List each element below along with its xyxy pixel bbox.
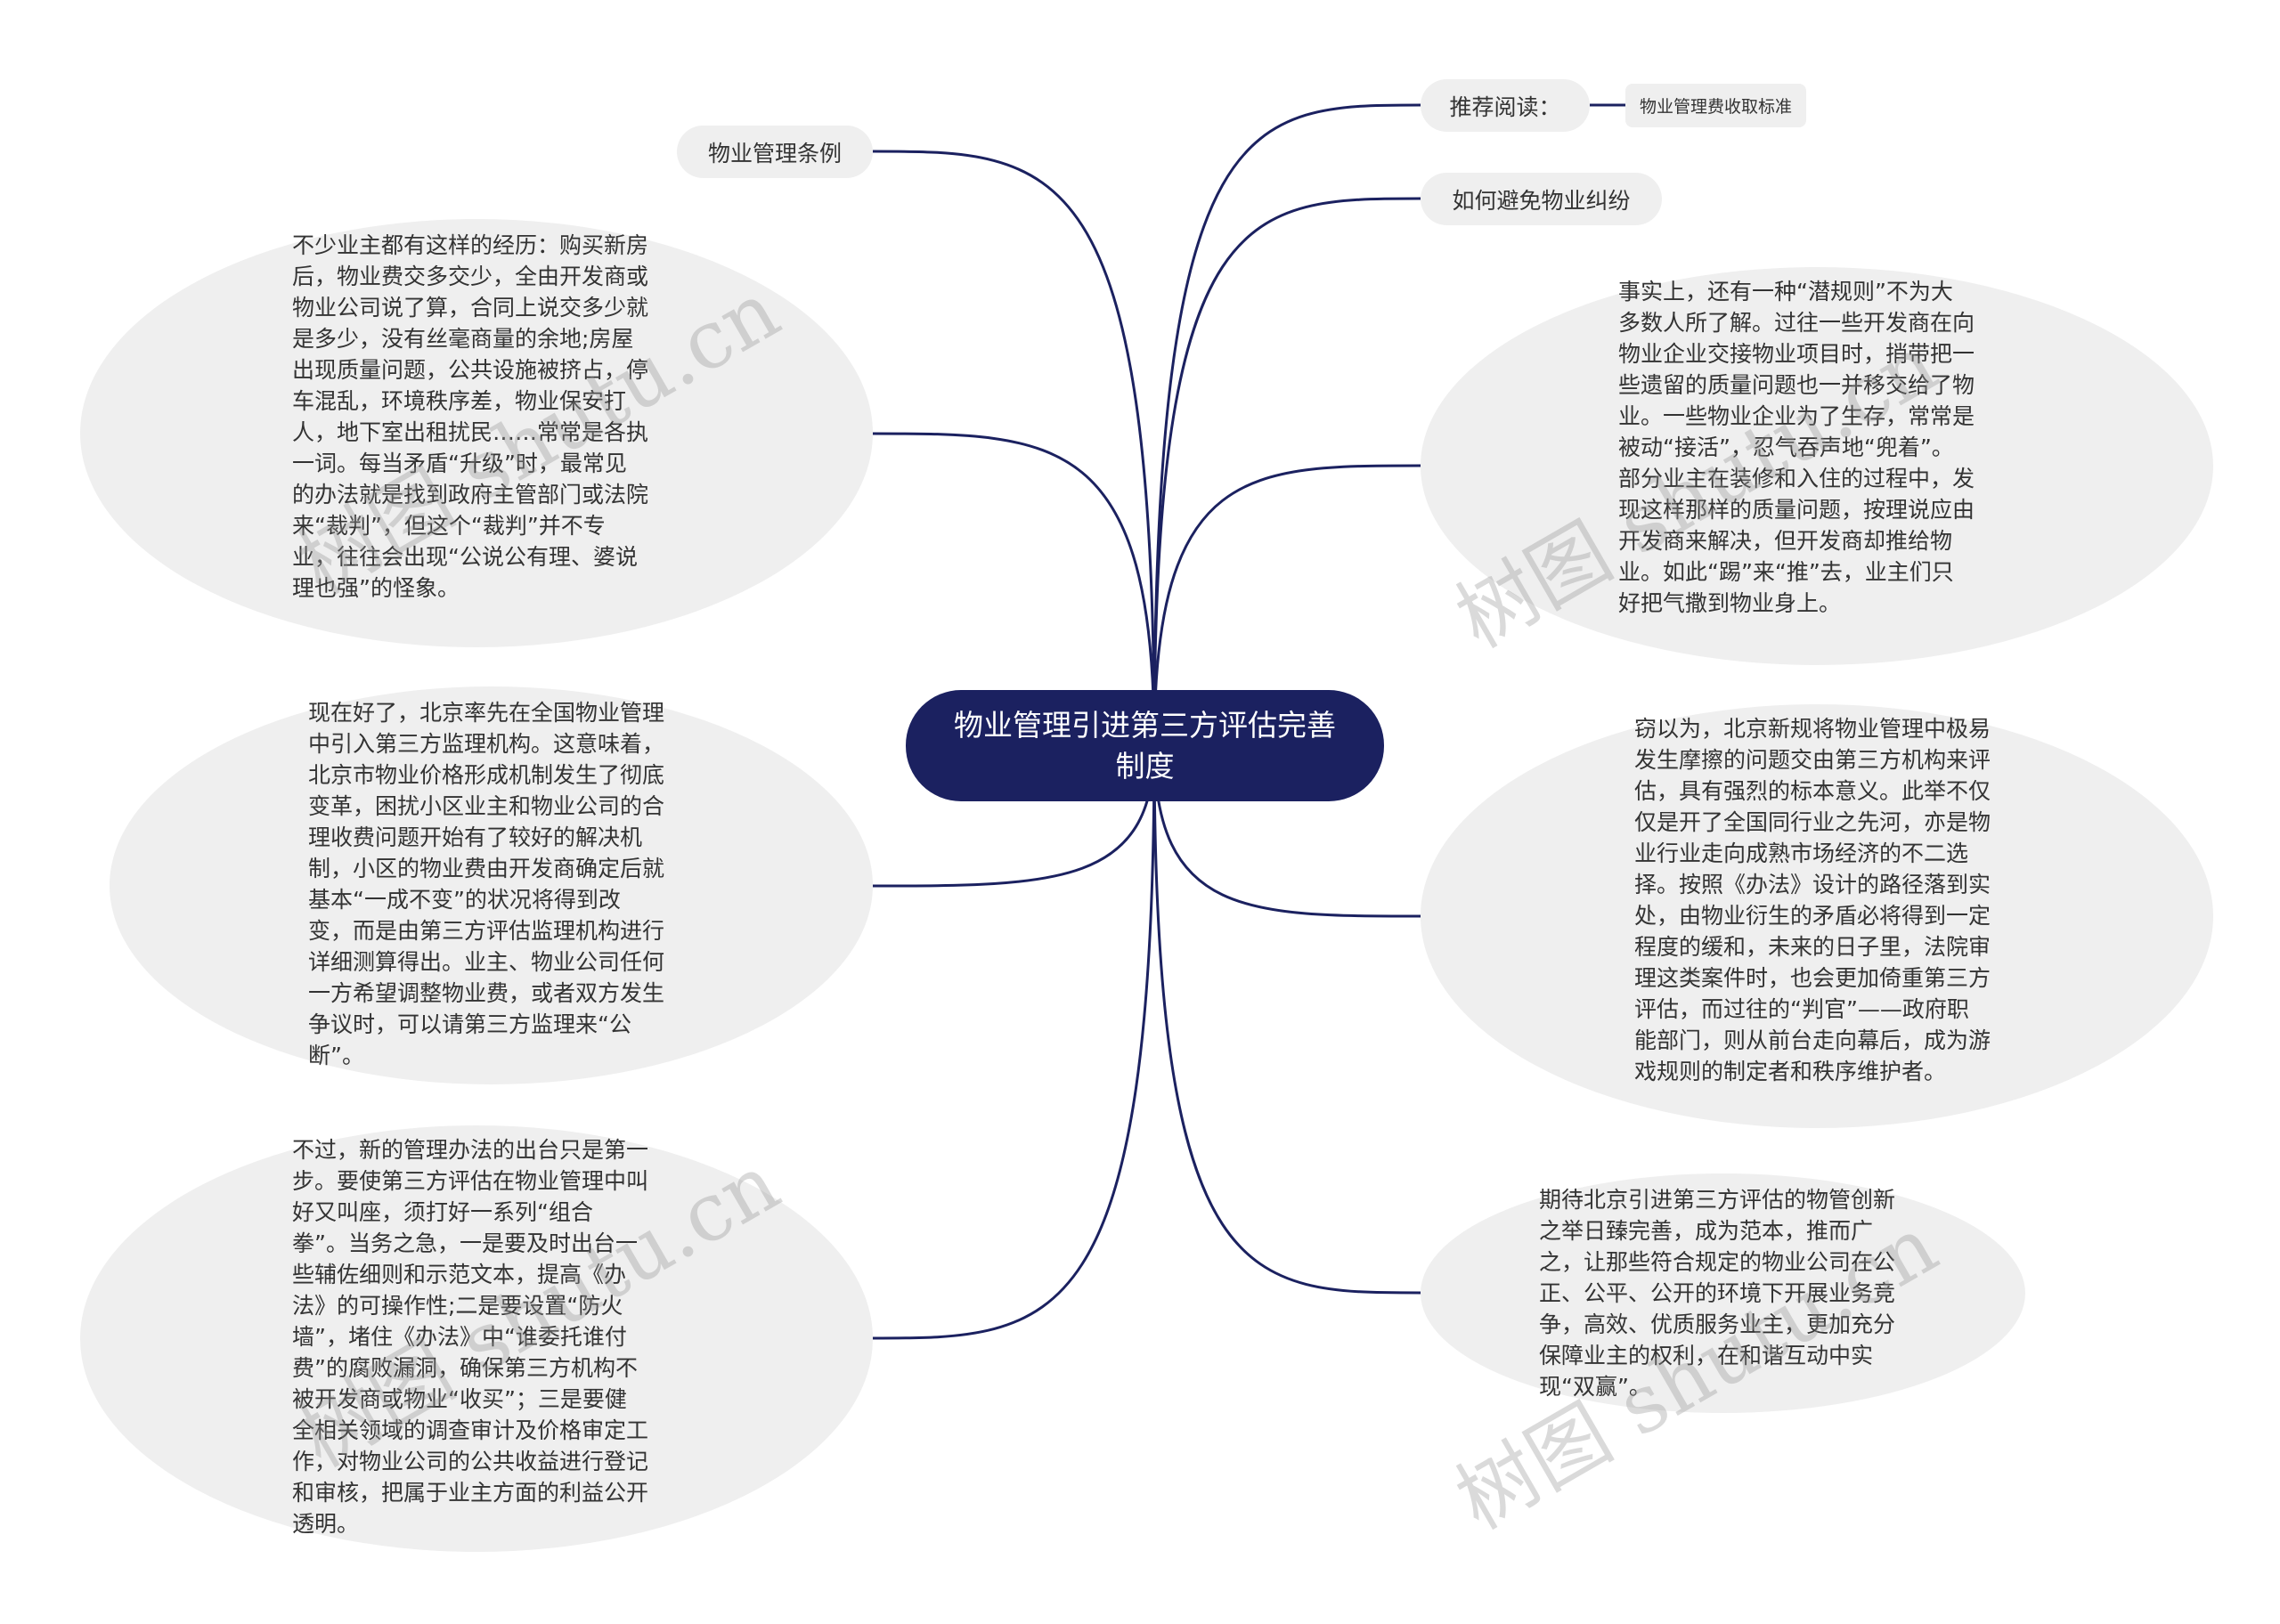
topic-label: 如何避免物业纠纷 [1452, 187, 1631, 214]
topic-benchmark-significance[interactable]: 窃以为，北京新规将物业管理中极易发生摩擦的问题交由第三方机构来评估，具有强烈的标… [1421, 704, 2213, 1128]
topic-hidden-rules[interactable]: 事实上，还有一种“潜规则”不为大多数人所了解。过往一些开发商在向物业企业交接物业… [1421, 267, 2213, 665]
topic-avoid-disputes[interactable]: 如何避免物业纠纷 [1421, 173, 1662, 225]
topic-text: 现在好了，北京率先在全国物业管理中引入第三方监理机构。这意味着，北京市物业价格形… [308, 700, 665, 1068]
topic-third-party-supervision[interactable]: 现在好了，北京率先在全国物业管理中引入第三方监理机构。这意味着，北京市物业价格形… [110, 686, 873, 1084]
topic-property-regulations[interactable]: 物业管理条例 [677, 126, 873, 178]
topic-text: 期待北京引进第三方评估的物管创新之举日臻完善，成为范本，推而广之，让那些符合规定… [1539, 1187, 1896, 1400]
connector-line [1152, 744, 1421, 1295]
topic-text: 事实上，还有一种“潜规则”不为大多数人所了解。过往一些开发商在向物业企业交接物业… [1618, 279, 1975, 616]
connector-line [872, 432, 1156, 746]
connector-line [1152, 464, 1421, 746]
topic-text: 不少业主都有这样的经历：购买新房后，物业费交多交少，全由开发商或物业公司说了算，… [292, 232, 649, 601]
topic-text: 窃以为，北京新规将物业管理中极易发生摩擦的问题交由第三方机构来评估，具有强烈的标… [1634, 716, 1991, 1084]
connector-line [872, 150, 1156, 746]
central-topic[interactable]: 物业管理引进第三方评估完善制度 [906, 690, 1384, 801]
topic-label: 推荐阅读： [1449, 93, 1561, 120]
connector-line [1152, 744, 1421, 918]
topic-label: 物业管理条例 [707, 140, 842, 166]
topic-recommended-reading[interactable]: 推荐阅读： [1421, 79, 1590, 132]
link-property-fee-standard[interactable]: 物业管理费收取标准 [1625, 84, 1806, 127]
link-label: 物业管理费收取标准 [1639, 97, 1792, 117]
topic-combination-measures[interactable]: 不过，新的管理办法的出台只是第一步。要使第三方评估在物业管理中叫好又叫座，须打好… [80, 1125, 873, 1552]
topic-owner-experience[interactable]: 不少业主都有这样的经历：购买新房后，物业费交多交少，全由开发商或物业公司说了算，… [80, 219, 873, 647]
central-topic-label: 物业管理引进第三方评估完善制度 [954, 707, 1336, 784]
connector-line [1152, 197, 1421, 746]
topic-expectation[interactable]: 期待北京引进第三方评估的物管创新之举日臻完善，成为范本，推而广之，让那些符合规定… [1421, 1173, 2025, 1413]
connector-line [872, 744, 1156, 1340]
topic-text: 不过，新的管理办法的出台只是第一步。要使第三方评估在物业管理中叫好又叫座，须打好… [292, 1137, 649, 1537]
connector-line [1152, 103, 1421, 746]
